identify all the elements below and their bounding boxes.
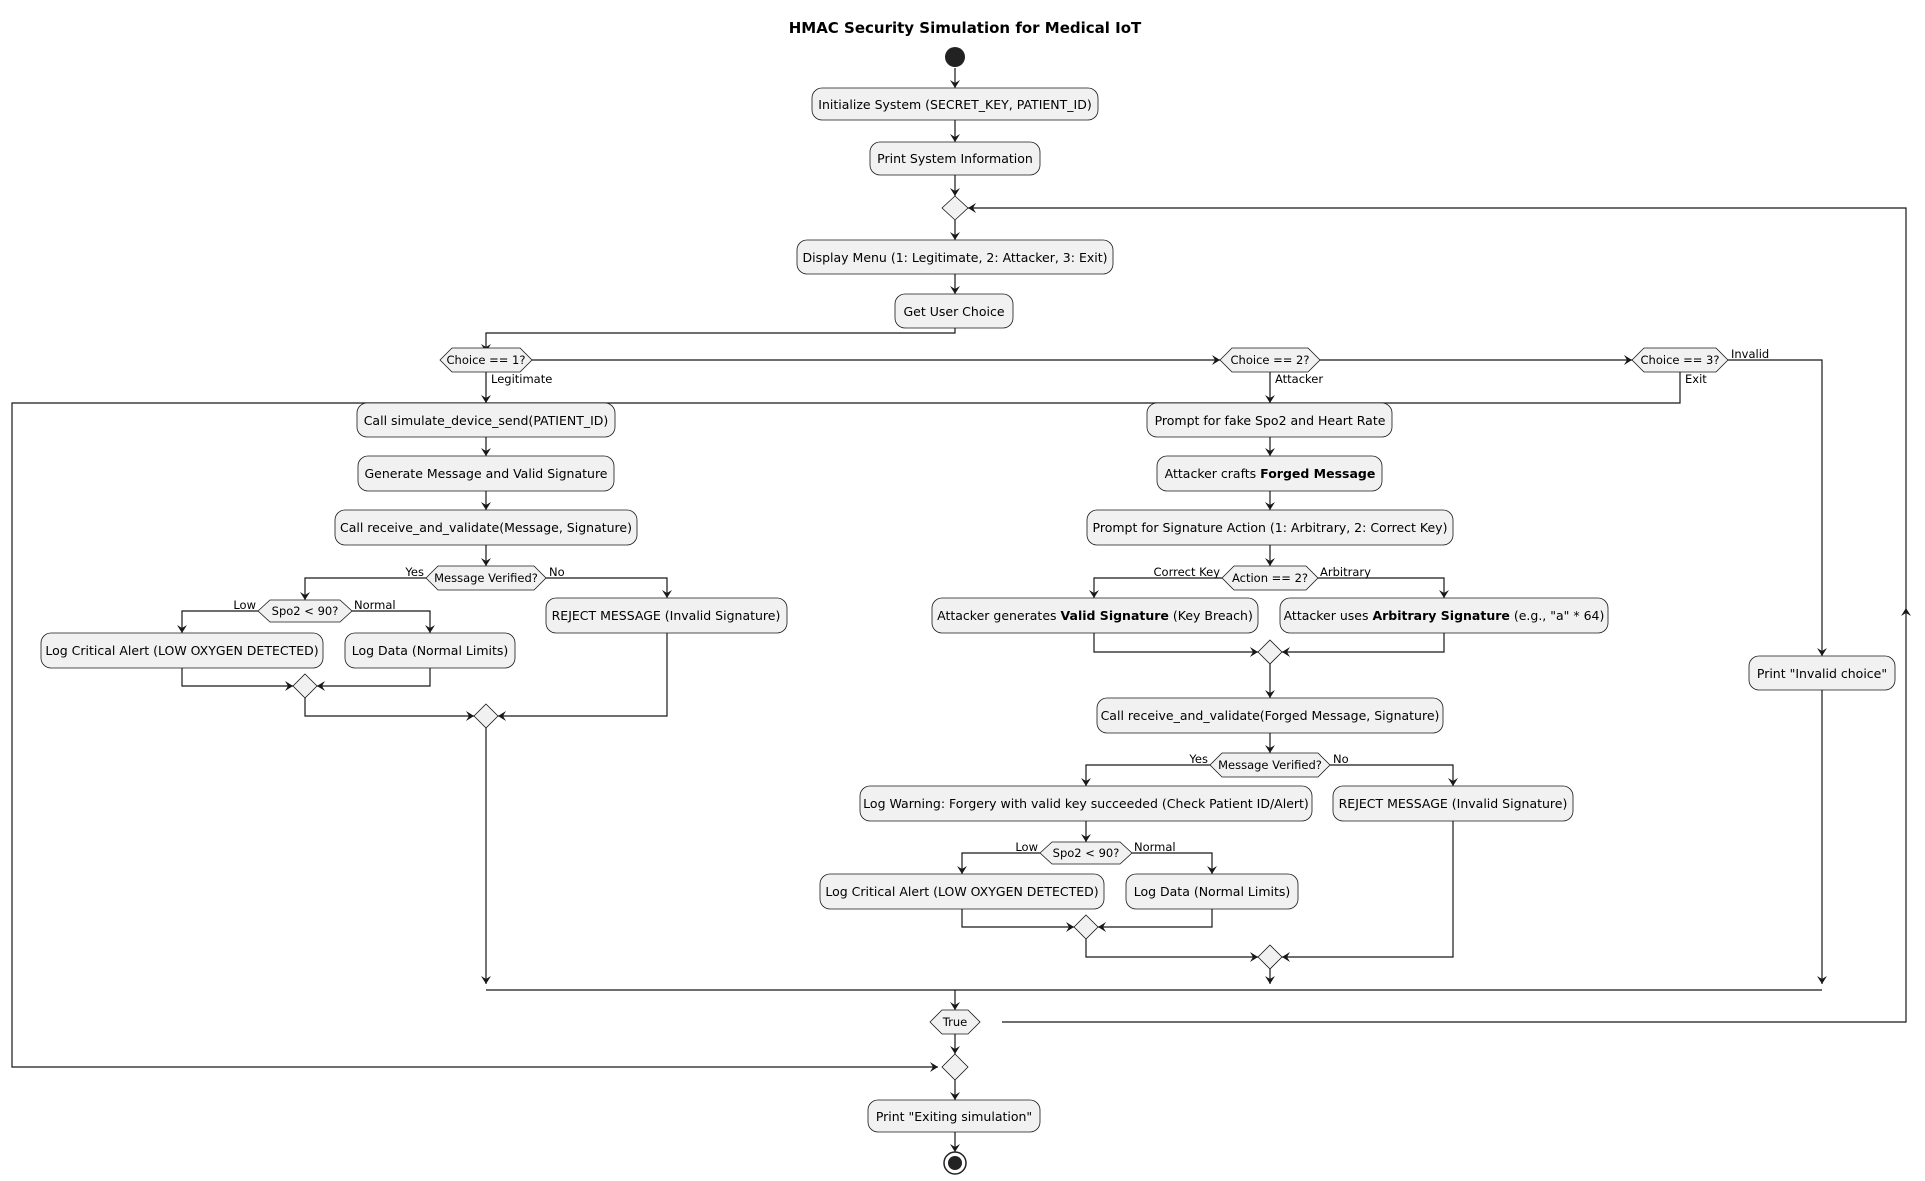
action-attacker-crafts: Attacker crafts Forged Message — [1156, 455, 1383, 492]
svg-text:Correct Key: Correct Key — [1154, 565, 1221, 579]
action-log-data-legit: Log Data (Normal Limits) — [344, 632, 516, 669]
merge-loop-start — [941, 195, 969, 221]
decision-choice-2: Choice == 2? — [1219, 347, 1321, 373]
action-display-menu: Display Menu (1: Legitimate, 2: Attacker… — [796, 239, 1114, 275]
merge-verified-attacker — [1257, 944, 1283, 970]
svg-text:REJECT MESSAGE (Invalid Signat: REJECT MESSAGE (Invalid Signature) — [552, 608, 781, 623]
merge-exit — [941, 1053, 969, 1081]
svg-text:Attacker: Attacker — [1275, 372, 1323, 386]
action-log-critical-attacker: Log Critical Alert (LOW OXYGEN DETECTED) — [819, 873, 1105, 910]
svg-text:Spo2 < 90?: Spo2 < 90? — [1053, 846, 1120, 860]
merge-action — [1257, 639, 1283, 665]
decision-verified-legit: Message Verified? — [425, 565, 547, 591]
svg-text:Normal: Normal — [354, 598, 396, 612]
svg-text:Log Warning: Forgery with vali: Log Warning: Forgery with valid key succ… — [863, 796, 1309, 811]
action-call-validate: Call receive_and_validate(Message, Signa… — [334, 509, 638, 546]
svg-text:Attacker generates Valid Signa: Attacker generates Valid Signature (Key … — [937, 608, 1253, 623]
svg-text:Generate Message and Valid Sig: Generate Message and Valid Signature — [365, 466, 608, 481]
action-reject-attacker: REJECT MESSAGE (Invalid Signature) — [1332, 785, 1574, 822]
svg-text:Choice == 2?: Choice == 2? — [1231, 353, 1310, 367]
decision-spo2-legit: Spo2 < 90? — [257, 599, 353, 623]
svg-text:True: True — [942, 1015, 967, 1029]
end-node — [943, 1151, 967, 1175]
connectors — [11, 68, 1907, 1152]
svg-text:Arbitrary: Arbitrary — [1320, 565, 1371, 579]
decision-spo2-attacker: Spo2 < 90? — [1039, 841, 1133, 865]
action-valid-signature: Attacker generates Valid Signature (Key … — [931, 597, 1259, 634]
svg-text:No: No — [1333, 752, 1349, 766]
svg-text:Choice == 3?: Choice == 3? — [1641, 353, 1720, 367]
decision-loop-true: True — [929, 1009, 981, 1035]
edge-labels: Legitimate Attacker Invalid Exit Yes No … — [233, 347, 1769, 854]
decision-action: Action == 2? — [1221, 565, 1319, 591]
merge-verified-legit — [473, 703, 499, 729]
svg-text:REJECT MESSAGE (Invalid Signat: REJECT MESSAGE (Invalid Signature) — [1339, 796, 1568, 811]
arrowheads — [177, 80, 1911, 1152]
svg-text:Choice == 1?: Choice == 1? — [447, 353, 526, 367]
svg-text:Print "Exiting simulation": Print "Exiting simulation" — [876, 1109, 1032, 1124]
action-reject-legit: REJECT MESSAGE (Invalid Signature) — [545, 597, 788, 634]
svg-text:Call receive_and_validate(Mess: Call receive_and_validate(Message, Signa… — [340, 520, 632, 535]
svg-text:Exit: Exit — [1685, 372, 1707, 386]
action-get-choice: Get User Choice — [894, 293, 1014, 329]
action-arbitrary-signature: Attacker uses Arbitrary Signature (e.g.,… — [1279, 597, 1609, 634]
decision-verified-attacker: Message Verified? — [1209, 752, 1331, 778]
action-print-exit: Print "Exiting simulation" — [867, 1099, 1041, 1133]
svg-text:Yes: Yes — [1188, 752, 1208, 766]
svg-text:Low: Low — [1015, 840, 1038, 854]
svg-text:Call receive_and_validate(Forg: Call receive_and_validate(Forged Message… — [1101, 708, 1440, 723]
svg-text:Print "Invalid choice": Print "Invalid choice" — [1757, 666, 1887, 681]
svg-text:Get User Choice: Get User Choice — [903, 304, 1004, 319]
svg-text:Log Critical Alert (LOW OXYGEN: Log Critical Alert (LOW OXYGEN DETECTED) — [825, 884, 1098, 899]
action-generate-message: Generate Message and Valid Signature — [357, 455, 615, 492]
action-print-info: Print System Information — [869, 141, 1041, 176]
action-log-warning: Log Warning: Forgery with valid key succ… — [859, 785, 1313, 822]
merge-spo2-attacker — [1073, 914, 1099, 940]
svg-text:Log Critical Alert (LOW OXYGEN: Log Critical Alert (LOW OXYGEN DETECTED) — [45, 643, 318, 658]
svg-text:Yes: Yes — [404, 565, 424, 579]
action-prompt-signature: Prompt for Signature Action (1: Arbitrar… — [1086, 509, 1454, 546]
action-log-critical-legit: Log Critical Alert (LOW OXYGEN DETECTED) — [40, 632, 324, 669]
svg-text:No: No — [549, 565, 565, 579]
svg-text:Invalid: Invalid — [1731, 347, 1769, 361]
svg-text:Display Menu (1: Legitimate, 2: Display Menu (1: Legitimate, 2: Attacker… — [802, 250, 1107, 265]
decision-choice-3: Choice == 3? — [1631, 347, 1729, 373]
action-init: Initialize System (SECRET_KEY, PATIENT_I… — [811, 87, 1099, 121]
action-call-send: Call simulate_device_send(PATIENT_ID) — [356, 402, 616, 438]
decision-choice-1: Choice == 1? — [439, 347, 533, 373]
svg-text:Legitimate: Legitimate — [491, 372, 552, 386]
action-print-invalid: Print "Invalid choice" — [1748, 655, 1896, 691]
svg-text:Print System Information: Print System Information — [877, 151, 1033, 166]
svg-text:Prompt for Signature Action (1: Prompt for Signature Action (1: Arbitrar… — [1093, 520, 1448, 535]
action-call-validate-forged: Call receive_and_validate(Forged Message… — [1096, 697, 1444, 734]
diagram-title: HMAC Security Simulation for Medical IoT — [789, 19, 1142, 37]
svg-text:Normal: Normal — [1134, 840, 1176, 854]
svg-text:Log Data (Normal Limits): Log Data (Normal Limits) — [1134, 884, 1291, 899]
svg-text:Low: Low — [233, 598, 256, 612]
svg-text:Message Verified?: Message Verified? — [434, 571, 538, 585]
svg-text:Attacker crafts Forged Message: Attacker crafts Forged Message — [1165, 466, 1376, 481]
action-log-data-attacker: Log Data (Normal Limits) — [1125, 873, 1299, 910]
merge-spo2-legit — [292, 673, 318, 699]
start-node — [945, 47, 965, 67]
svg-text:Call simulate_device_send(PATI: Call simulate_device_send(PATIENT_ID) — [364, 413, 609, 428]
svg-text:Message Verified?: Message Verified? — [1218, 758, 1322, 772]
svg-text:Action == 2?: Action == 2? — [1232, 571, 1308, 585]
svg-text:Prompt for fake Spo2 and Heart: Prompt for fake Spo2 and Heart Rate — [1155, 413, 1386, 428]
svg-text:Attacker uses Arbitrary Signat: Attacker uses Arbitrary Signature (e.g.,… — [1284, 608, 1605, 623]
svg-text:Initialize System (SECRET_KEY,: Initialize System (SECRET_KEY, PATIENT_I… — [818, 97, 1091, 112]
svg-text:Log Data (Normal Limits): Log Data (Normal Limits) — [352, 643, 509, 658]
action-prompt-fake: Prompt for fake Spo2 and Heart Rate — [1146, 402, 1393, 438]
svg-text:Spo2 < 90?: Spo2 < 90? — [272, 604, 339, 618]
